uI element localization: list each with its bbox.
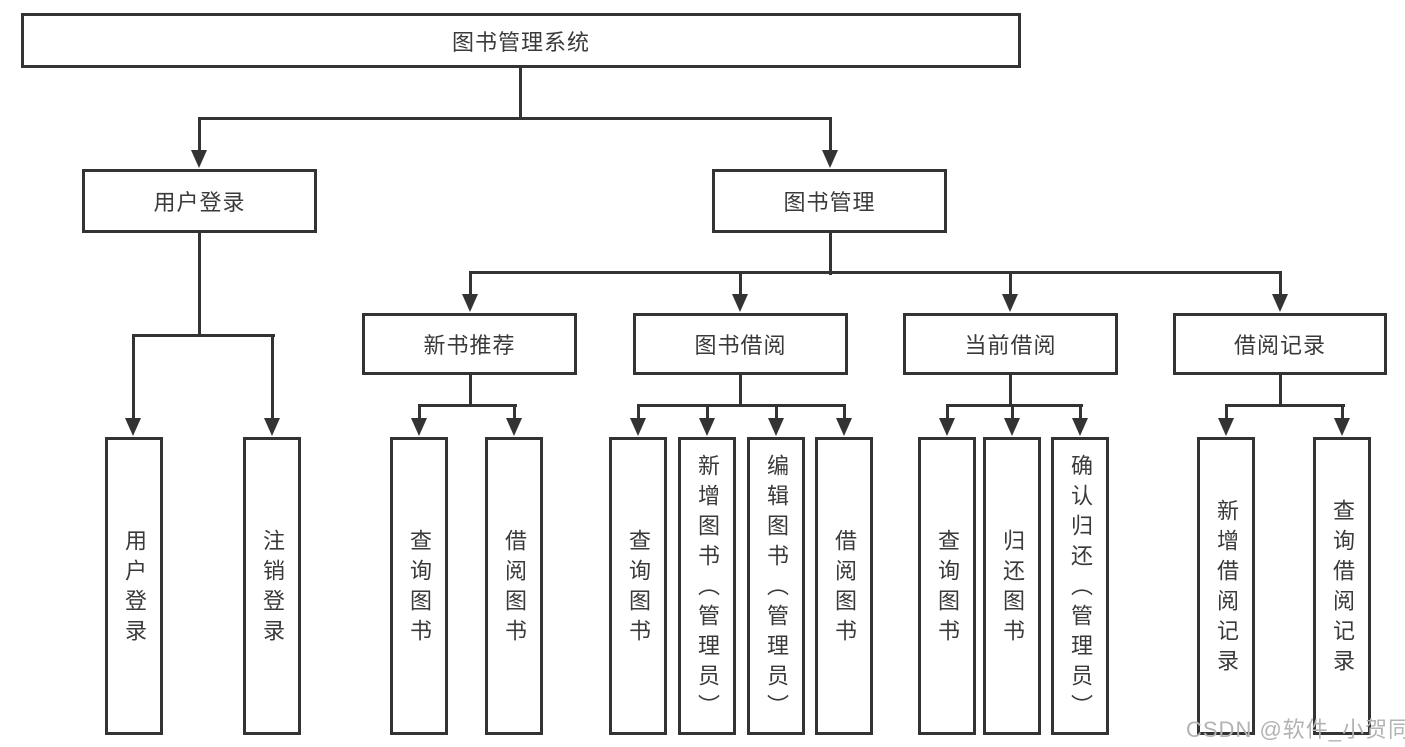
node-label: 借阅记录 bbox=[1233, 333, 1326, 358]
node-label: 当前借阅 bbox=[964, 333, 1057, 358]
arrow-down-icon bbox=[1004, 418, 1020, 436]
node-library-management-system: 图书管理系统 bbox=[21, 13, 1021, 68]
connector-line bbox=[198, 117, 201, 155]
node-label: 新书推荐 bbox=[423, 333, 516, 358]
connector-line bbox=[132, 334, 135, 420]
node-borrowing-records: 借阅记录 bbox=[1173, 313, 1387, 375]
arrow-down-icon bbox=[1002, 294, 1018, 312]
connector-line bbox=[519, 66, 522, 119]
arrow-down-icon bbox=[1334, 418, 1350, 436]
connector-line bbox=[946, 404, 949, 422]
arrow-down-icon bbox=[125, 418, 141, 436]
csdn-watermark: CSDN @软件_小贺同学 bbox=[1186, 717, 1405, 742]
leaf-borrow-books-borrowing: 借阅图书 bbox=[815, 437, 873, 735]
arrow-down-icon bbox=[630, 418, 646, 436]
arrow-down-icon bbox=[191, 150, 207, 168]
connector-line bbox=[418, 404, 421, 422]
node-label: 用户登录 bbox=[153, 190, 246, 215]
arrow-down-icon bbox=[506, 418, 522, 436]
connector-line bbox=[132, 334, 275, 337]
node-label: 查询借阅记录 bbox=[1330, 499, 1355, 679]
arrow-down-icon bbox=[822, 150, 838, 168]
node-label: 注销登录 bbox=[260, 529, 285, 649]
leaf-confirm-return-admin: 确认归还（管理员） bbox=[1051, 437, 1109, 735]
connector-line bbox=[1225, 404, 1345, 407]
connector-line bbox=[1341, 404, 1344, 422]
leaf-borrow-books-recommend: 借阅图书 bbox=[485, 437, 543, 735]
node-label: 确认归还（管理员） bbox=[1068, 454, 1093, 724]
arrow-down-icon bbox=[732, 294, 748, 312]
connector-line bbox=[1279, 373, 1282, 407]
connector-line bbox=[1225, 404, 1228, 422]
leaf-return-book: 归还图书 bbox=[983, 437, 1041, 735]
node-label: 查询图书 bbox=[407, 529, 432, 649]
connector-line bbox=[1011, 404, 1014, 422]
node-label: 归还图书 bbox=[1000, 529, 1025, 649]
arrow-down-icon bbox=[1272, 294, 1288, 312]
node-new-book-recommend: 新书推荐 bbox=[362, 313, 577, 375]
node-current-borrowing: 当前借阅 bbox=[903, 313, 1118, 375]
connector-line bbox=[829, 117, 832, 155]
node-label: 借阅图书 bbox=[832, 529, 857, 649]
node-label: 查询图书 bbox=[626, 529, 651, 649]
connector-line bbox=[469, 271, 472, 297]
leaf-query-borrow-record: 查询借阅记录 bbox=[1313, 437, 1371, 735]
connector-line bbox=[513, 404, 516, 422]
connector-line bbox=[843, 404, 846, 422]
leaf-query-books-current: 查询图书 bbox=[918, 437, 976, 735]
node-label: 查询图书 bbox=[935, 529, 960, 649]
node-label: 借阅图书 bbox=[502, 529, 527, 649]
connector-line bbox=[198, 117, 832, 120]
node-label: 新增借阅记录 bbox=[1214, 499, 1239, 679]
leaf-add-borrow-record: 新增借阅记录 bbox=[1197, 437, 1255, 735]
connector-line bbox=[1009, 373, 1012, 407]
connector-line bbox=[1009, 271, 1012, 297]
arrow-down-icon bbox=[264, 418, 280, 436]
node-user-login-group: 用户登录 bbox=[82, 169, 317, 233]
connector-line bbox=[775, 404, 778, 422]
connector-line bbox=[418, 404, 517, 407]
arrow-down-icon bbox=[699, 418, 715, 436]
leaf-query-books-borrowing: 查询图书 bbox=[609, 437, 667, 735]
connector-line bbox=[1279, 271, 1282, 297]
arrow-down-icon bbox=[1218, 418, 1234, 436]
arrow-down-icon bbox=[462, 294, 478, 312]
connector-line bbox=[271, 334, 274, 420]
connector-line bbox=[739, 271, 742, 297]
arrow-down-icon bbox=[768, 418, 784, 436]
connector-line bbox=[946, 404, 1083, 407]
node-label: 用户登录 bbox=[122, 529, 147, 649]
connector-line bbox=[829, 231, 832, 275]
leaf-query-books-recommend: 查询图书 bbox=[390, 437, 448, 735]
leaf-user-login: 用户登录 bbox=[105, 437, 163, 735]
node-book-borrowing: 图书借阅 bbox=[633, 313, 848, 375]
node-label: 图书管理系统 bbox=[451, 29, 590, 55]
node-label: 图书管理 bbox=[783, 190, 876, 215]
connector-line bbox=[739, 373, 742, 407]
connector-line bbox=[469, 373, 472, 407]
connector-line bbox=[198, 231, 201, 337]
arrow-down-icon bbox=[939, 418, 955, 436]
connector-line bbox=[1079, 404, 1082, 422]
arrow-down-icon bbox=[411, 418, 427, 436]
connector-line bbox=[637, 404, 640, 422]
node-label: 新增图书（管理员） bbox=[695, 454, 720, 724]
leaf-add-book-admin: 新增图书（管理员） bbox=[678, 437, 736, 735]
connector-line bbox=[706, 404, 709, 422]
leaf-logout: 注销登录 bbox=[243, 437, 301, 735]
connector-line bbox=[469, 271, 1282, 274]
node-label: 图书借阅 bbox=[694, 333, 787, 358]
arrow-down-icon bbox=[1072, 418, 1088, 436]
leaf-edit-book-admin: 编辑图书（管理员） bbox=[747, 437, 805, 735]
node-book-management: 图书管理 bbox=[712, 169, 947, 233]
arrow-down-icon bbox=[836, 418, 852, 436]
connector-line bbox=[637, 404, 846, 407]
node-label: 编辑图书（管理员） bbox=[764, 454, 789, 724]
